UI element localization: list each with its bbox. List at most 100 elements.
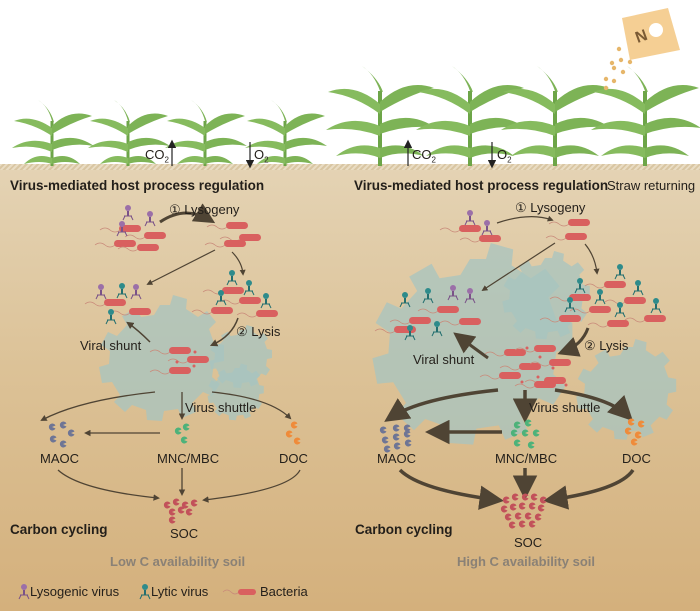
plant-large-3 [589,64,700,168]
bacterium [94,239,137,248]
lytic-virus [226,269,238,286]
soc-particle [504,513,512,521]
lysogeny-label-right: ① Lysogeny [515,200,586,215]
arrow-to-lysis-left [231,251,246,276]
bacterium [584,280,627,289]
doc-label-right: DOC [622,451,651,466]
maoc-particle [392,424,400,432]
lysis-label-right: ② Lysis [584,338,629,353]
fertilizer-granule [603,76,609,82]
fertilizer-granule [616,46,622,52]
lytic-virus [243,279,255,296]
virus-shuttle-label-right: Virus shuttle [529,400,601,415]
mnc-mbc-label-left: MNC/MBC [157,451,220,466]
soc-particle [502,496,510,504]
doc-particle [630,438,638,446]
maoc-label-right: MAOC [377,451,416,466]
fertilizer-granule [611,78,617,84]
arrow-to-doc-right [554,388,633,421]
doc-label-left: DOC [279,451,308,466]
bacterium-prophage [545,232,588,241]
arrow-to-lysis-right [584,243,600,275]
cell-debris [520,380,524,384]
gear-right-small [576,339,677,440]
plant-small-0 [10,98,96,168]
viral-shunt-label-left: Viral shunt [80,338,142,353]
cell-debris [193,350,197,354]
soc-particle [514,512,522,520]
bacterium [109,307,152,316]
soc-particle [511,493,519,501]
bacterium [124,231,167,240]
lysogeny-arrow-right [496,215,554,224]
cell-debris [551,366,555,370]
cell-debris [564,383,568,387]
legend-lytic-virus: Lytic virus [151,584,209,599]
fertilizer-granule [603,85,609,91]
arrow-to-maoc-right [384,388,499,422]
soc-particle [518,502,526,510]
lysogenic-virus [464,209,476,226]
viral-shunt-arrow-left [126,321,151,343]
bacterium [604,296,647,305]
maoc-particle [59,421,67,429]
doc-particle [293,437,301,445]
viral-shunt-arrow-right [453,332,489,360]
lysogenic-virus [130,283,142,300]
o2-label-left: O2 [254,147,269,165]
fertilizer-granule [620,69,626,75]
soc-particle [168,508,176,516]
arrow-doc-to-soc-left [202,469,301,503]
fertilizer-bag-logo [649,23,663,37]
bacterium [236,309,279,318]
fertilizer-n-label: N [633,27,650,47]
soc-particle [168,516,176,524]
fertilizer-granule [609,60,615,66]
bacterium-prophage [206,221,249,230]
soc-particle [521,493,529,501]
carbon-cycling-label-right: Carbon cycling [355,522,453,537]
soc-particle [190,499,198,507]
arrow-to-shunt-right [481,242,556,291]
soc-particle [530,493,538,501]
maoc-particle [403,424,411,432]
soc-particle [177,506,185,514]
mnc-particle [180,436,188,444]
soc-particle [528,520,536,528]
lytic-virus [614,263,626,280]
mnc-particle [513,439,521,447]
cell-debris [538,355,542,359]
lysogenic-virus [481,219,493,236]
maoc-particle [381,436,389,444]
soc-particle [539,496,547,504]
soc-particle [524,512,532,520]
soc-particle [537,504,545,512]
lytic-virus [614,301,626,318]
bacterium-prophage [219,233,262,242]
lysogenic-virus [144,210,156,227]
fertilizer-granule [627,59,633,65]
o2-label-right: O2 [497,147,512,165]
header-right: Virus-mediated host process regulation [354,178,609,193]
cell-debris [175,360,179,364]
lytic-virus [650,297,662,314]
soc-label-right: SOC [514,535,543,550]
doc-particle [290,421,298,429]
mnc-particle [532,429,540,437]
mnc-particle [524,419,532,427]
lysis-label-left: ② Lysis [236,324,281,339]
lysogenic-virus-icon [18,584,30,600]
maoc-particle [379,426,387,434]
soc-particle [185,508,193,516]
mnc-particle [174,427,182,435]
arrow-to-doc-left [211,391,292,420]
legend-lysogenic-virus: Lysogenic virus [30,584,120,599]
straw-returning-label: Straw returning [607,178,696,193]
soc-particle [534,513,542,521]
soil-type-label-left: Low C availability soil [110,554,246,569]
co2-label-left: CO2 [145,147,169,165]
lysis-arrow-right [557,327,590,357]
soil-type-label-right: High C availability soil [457,554,595,569]
